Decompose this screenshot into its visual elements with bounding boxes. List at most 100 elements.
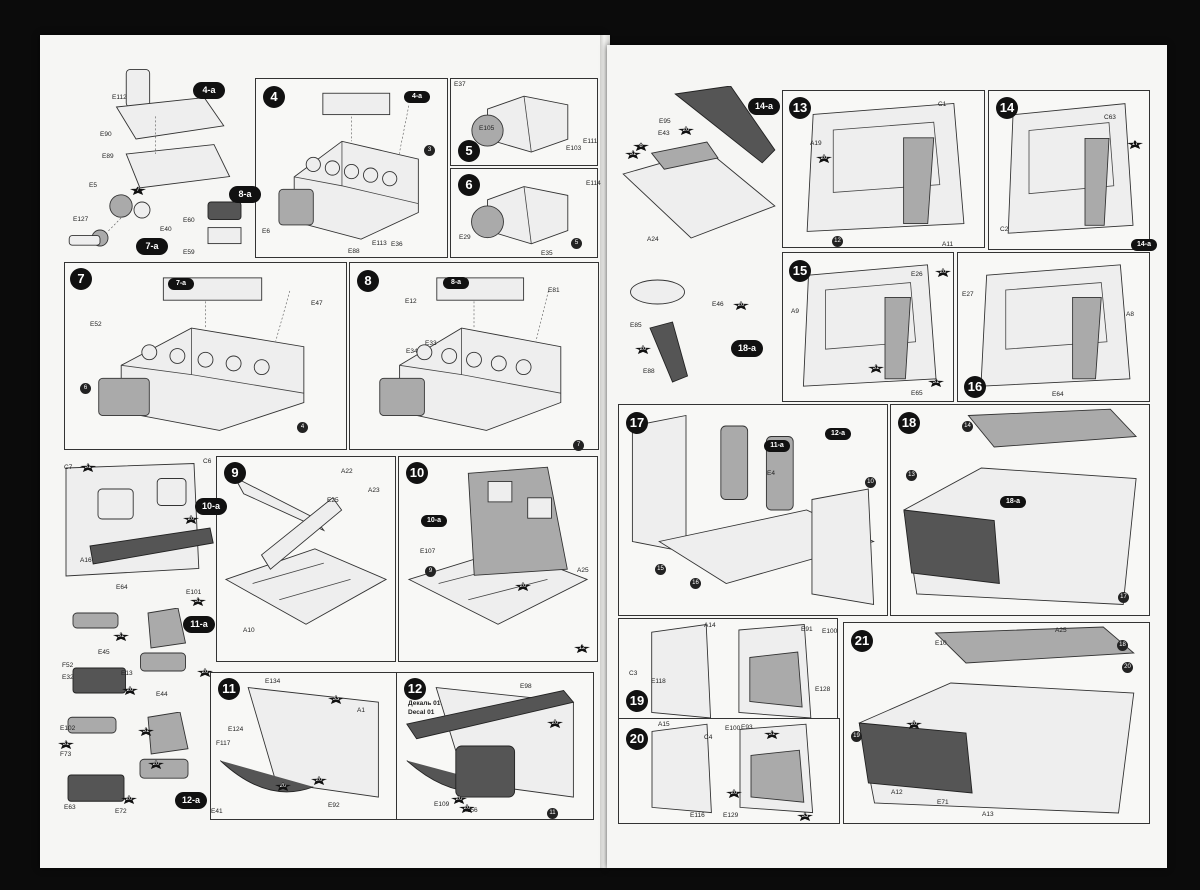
step-badge: 13	[789, 97, 811, 119]
step-badge: 18	[898, 412, 920, 434]
part-number: E33	[425, 340, 437, 347]
paint-code-icon: 31	[928, 378, 944, 387]
part-number: E85	[630, 322, 642, 329]
step-illustration	[471, 95, 569, 153]
part-number: A10	[243, 627, 255, 634]
step-badge: 7	[70, 268, 92, 290]
part-number: C1	[938, 101, 947, 108]
step-reference: 19	[851, 731, 862, 742]
part-number: A9	[791, 308, 799, 315]
part-number: E37	[454, 81, 466, 88]
part-number: E111	[583, 138, 598, 145]
part-number: E25	[327, 497, 339, 504]
step-illustration	[858, 626, 1135, 814]
step-illustration	[1007, 103, 1134, 234]
step-badge: 10-a	[195, 498, 227, 515]
paint-code-icon: 31	[764, 730, 780, 739]
part-number: A14	[704, 622, 716, 629]
step-illustration	[980, 264, 1131, 387]
step-badge: 10	[406, 462, 428, 484]
part-number: E100	[822, 628, 838, 635]
step-reference: 13	[906, 470, 917, 481]
step-illustration	[98, 277, 305, 431]
step-illustration	[219, 687, 379, 798]
decal-label: Декаль 01	[408, 700, 441, 707]
part-number: E64	[1052, 391, 1064, 398]
step-panel-13	[782, 90, 985, 248]
part-number: E116	[690, 812, 705, 819]
part-number: E113	[372, 240, 387, 247]
part-number: E81	[548, 287, 560, 294]
part-number: A25	[577, 567, 589, 574]
paint-code-icon: 33	[328, 695, 344, 704]
step-panel-16	[957, 252, 1150, 402]
paint-code-icon: 31	[190, 597, 206, 606]
paint-code-icon: 8	[633, 142, 649, 151]
part-number: C3	[629, 670, 638, 677]
paint-code-icon: 20	[122, 686, 138, 695]
part-number: E60	[183, 217, 195, 224]
step-illustration	[72, 608, 187, 694]
part-number: E43	[658, 130, 670, 137]
part-number: E103	[566, 145, 582, 152]
step-reference: 14	[962, 421, 973, 432]
part-number: A8	[1126, 311, 1134, 318]
paint-code-icon: 31	[138, 727, 154, 736]
part-number: C4	[704, 734, 713, 741]
part-number: E71	[937, 799, 949, 806]
part-number: E5	[89, 182, 97, 189]
part-number: E89	[102, 153, 114, 160]
part-number: E10	[935, 640, 947, 647]
step-badge: 11	[218, 678, 240, 700]
part-number: F52	[62, 662, 74, 669]
step-reference: 10	[865, 477, 876, 488]
part-number: E4	[767, 470, 775, 477]
paint-code-icon: 17	[1127, 140, 1143, 149]
part-number: E27	[962, 291, 974, 298]
part-number: E88	[643, 368, 655, 375]
step-illustration	[903, 408, 1138, 605]
paint-code-icon: 20	[121, 795, 137, 804]
booklet-spine	[600, 35, 610, 868]
step-illustration	[224, 476, 388, 625]
step-illustration	[379, 277, 562, 431]
part-number: A15	[658, 721, 670, 728]
step-illustration	[471, 186, 569, 245]
step-illustration	[802, 264, 937, 387]
step-reference: 8-a	[443, 277, 469, 289]
paint-code-icon: 20	[275, 782, 291, 791]
part-number: E109	[434, 801, 450, 808]
paint-code-icon: 31	[868, 364, 884, 373]
part-number: E12	[405, 298, 417, 305]
part-number: A23	[368, 487, 380, 494]
paint-code-icon: 20	[816, 154, 832, 163]
part-number: E93	[741, 724, 753, 731]
part-number: E13	[121, 670, 133, 677]
part-number: E129	[723, 812, 739, 819]
step-panel-12	[396, 672, 594, 820]
step-badge: 8-a	[229, 186, 261, 203]
step-panel-21	[843, 622, 1150, 824]
step-badge: 5	[458, 140, 480, 162]
step-badge: 9	[224, 462, 246, 484]
step-reference: 16	[690, 578, 701, 589]
step-panel-9	[216, 456, 396, 662]
part-number: E128	[815, 686, 831, 693]
step-panel-10	[398, 456, 598, 662]
step-panel-4	[255, 78, 448, 258]
step-panel-10-a	[58, 456, 218, 606]
step-panel-12-a	[52, 712, 212, 817]
part-number: F117	[216, 740, 231, 747]
part-number: E56	[466, 807, 478, 814]
part-number: C7	[64, 464, 73, 471]
step-badge: 11-a	[183, 616, 215, 633]
part-number: E59	[183, 249, 195, 256]
part-number: E63	[64, 804, 76, 811]
step-badge: 12-a	[175, 792, 207, 809]
step-reference: 11	[547, 808, 558, 819]
step-panel-4-a	[58, 60, 253, 248]
step-reference: 7	[573, 440, 584, 451]
part-number: E6	[262, 228, 270, 235]
step-reference: 14-a	[1131, 239, 1157, 251]
paint-code-icon: 12	[574, 644, 590, 653]
